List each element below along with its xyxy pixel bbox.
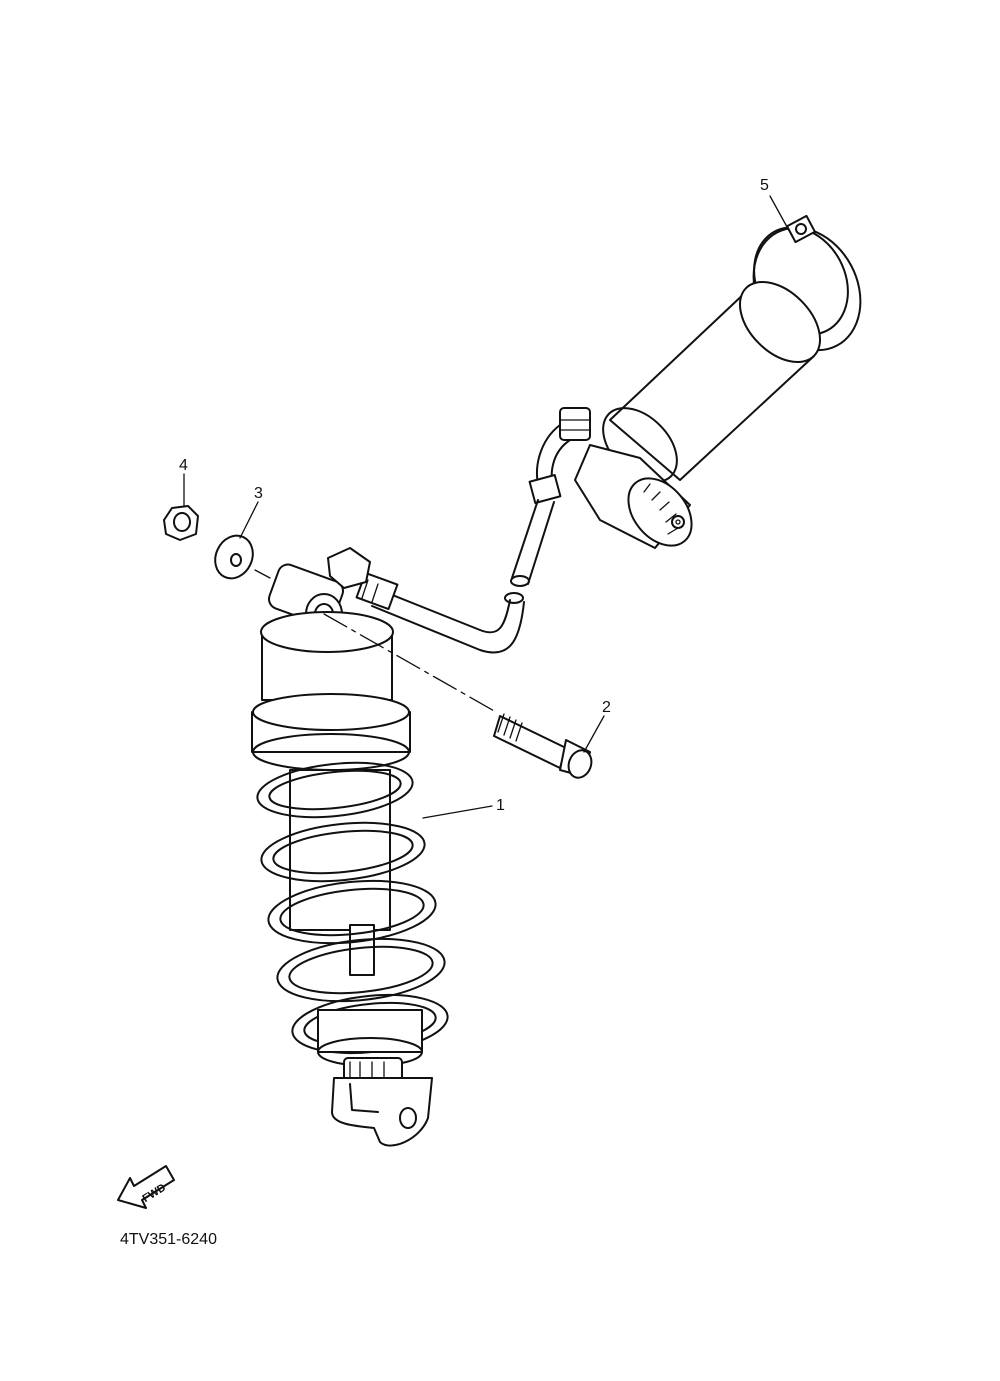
shock-absorber: [251, 547, 449, 1147]
callout-5: 5: [760, 177, 769, 194]
leader-line-3: [239, 501, 259, 539]
diagram-code: 4TV351-6240: [120, 1231, 217, 1248]
reservoir-adjuster: [559, 407, 693, 549]
leader-line-1: [422, 805, 493, 819]
leader-line-5: [769, 195, 793, 237]
nut: [163, 505, 199, 541]
leader-line-2: [583, 715, 605, 753]
callout-2: 2: [602, 699, 611, 716]
forward-arrow-icon: FWD: [117, 1165, 175, 1209]
mounting-bolt: [493, 713, 593, 779]
callout-3: 3: [254, 485, 263, 502]
reservoir-hose: [355, 424, 571, 654]
bolt-centerline: [323, 613, 497, 713]
callout-4: 4: [179, 457, 188, 474]
washer-axis-line: [254, 569, 271, 579]
callout-1: 1: [496, 797, 505, 814]
hose-clamp: [752, 214, 862, 352]
washer: [214, 534, 254, 580]
reservoir-canister: [602, 280, 822, 483]
